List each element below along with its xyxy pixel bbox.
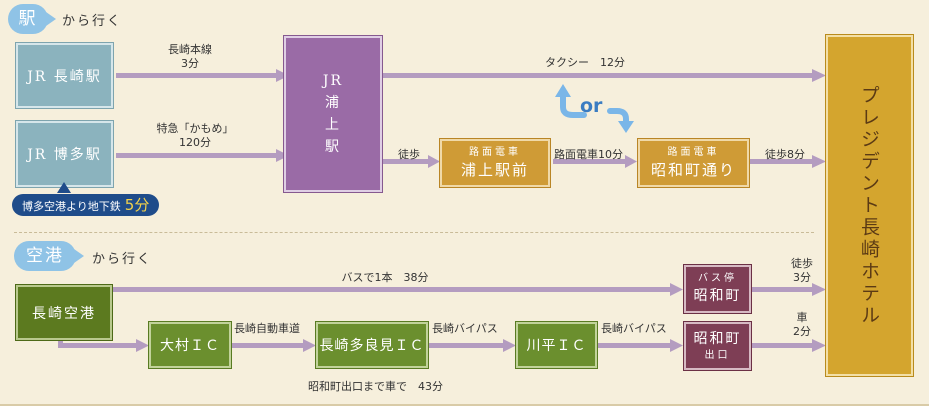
arrow-bus-walk xyxy=(751,287,812,292)
label-bus: バスで1本 38分 xyxy=(341,271,429,284)
tram-showa-name: 昭和町通り xyxy=(650,161,736,179)
showamachi-exit-name: 昭和町 xyxy=(693,331,742,347)
showamachi-exit-type: 出口 xyxy=(704,350,731,361)
tip-text: 博多空港より地下鉄 xyxy=(22,200,121,213)
section-divider xyxy=(14,232,814,233)
arrow-hakata-urakami xyxy=(116,153,276,158)
arrow-car xyxy=(751,343,812,348)
or-label: or xyxy=(580,95,603,117)
arrow-airport-omura-v xyxy=(58,338,63,346)
station-badge-tail xyxy=(46,12,56,26)
station-badge: 駅 xyxy=(8,4,48,34)
jr-hakata-station: JR 博多駅 xyxy=(16,121,113,187)
label-kamome: 特急「かもめ」 xyxy=(156,122,234,135)
president-nagasaki-hotel: プレジデント長崎ホテル xyxy=(826,35,913,376)
label-walk-8: 徒歩8分 xyxy=(765,148,805,161)
tram-showa-type: 路面電車 xyxy=(667,147,720,158)
label-walk: 徒歩 xyxy=(398,148,420,161)
or-swap-arrows xyxy=(560,93,629,125)
arrow-walk-hotel xyxy=(750,159,812,164)
arrow-tram-ride xyxy=(553,159,625,164)
label-nagasaki-main-line: 長崎本線 xyxy=(168,43,212,56)
bus-stop-name: 昭和町 xyxy=(693,288,742,304)
arrow-bypass2 xyxy=(597,343,670,348)
airport-badge: 空港 xyxy=(14,241,76,271)
label-car: 車 xyxy=(796,311,808,324)
label-total-car-time: 昭和町出口まで車で 43分 xyxy=(308,380,443,393)
label-kamome-time: 120分 xyxy=(179,136,211,149)
label-taxi: タクシー 12分 xyxy=(545,56,625,69)
arrow-airport-omura xyxy=(58,343,136,348)
label-bus-walk-time: 3分 xyxy=(793,271,811,284)
station-heading-text: から行く xyxy=(62,14,123,29)
arrow-expressway xyxy=(231,343,303,348)
jr-urakami-station: JR 浦 上 駅 xyxy=(284,36,382,192)
tram-showamachi-dori: 路面電車 昭和町通り xyxy=(638,139,749,187)
tram-urakami-ekimae: 路面電車 浦上駅前 xyxy=(440,139,550,187)
nagasaki-airport: 長崎空港 xyxy=(16,285,112,340)
bus-stop-showamachi: バス停 昭和町 xyxy=(684,265,751,313)
tip-pointer xyxy=(57,182,71,193)
label-expressway: 長崎自動車道 xyxy=(234,322,300,335)
label-bus-walk: 徒歩 xyxy=(791,257,813,270)
arrow-nagasaki-urakami xyxy=(116,73,276,78)
tip-time: 5分 xyxy=(124,196,150,214)
label-nagasaki-main-line-time: 3分 xyxy=(181,57,199,70)
kawahira-ic: 川平ＩＣ xyxy=(516,322,597,368)
arrow-bus xyxy=(112,287,670,292)
arrow-taxi xyxy=(382,73,812,78)
label-bypass-1: 長崎バイパス xyxy=(432,322,498,335)
arrow-walk-tram xyxy=(382,159,428,164)
tram-urakami-type: 路面電車 xyxy=(469,147,521,158)
bus-stop-type: バス停 xyxy=(698,273,737,284)
arrow-bypass1 xyxy=(428,343,503,348)
label-car-time: 2分 xyxy=(793,325,811,338)
airport-badge-tail xyxy=(74,249,84,263)
label-bypass-2: 長崎バイパス xyxy=(601,322,667,335)
airport-heading-text: から行く xyxy=(92,252,153,267)
showamachi-exit: 昭和町 出口 xyxy=(684,322,751,370)
omura-ic: 大村ＩＣ xyxy=(149,322,231,368)
tram-urakami-name: 浦上駅前 xyxy=(460,161,529,179)
jr-nagasaki-station: JR 長崎駅 xyxy=(16,43,113,108)
hotel-name: プレジデント長崎ホテル xyxy=(858,84,880,327)
label-tram-ride: 路面電車10分 xyxy=(554,148,623,161)
jr-urakami-label: JR 浦 上 駅 xyxy=(322,73,344,155)
nagasaki-tarami-ic: 長崎多良見ＩＣ xyxy=(316,322,428,368)
